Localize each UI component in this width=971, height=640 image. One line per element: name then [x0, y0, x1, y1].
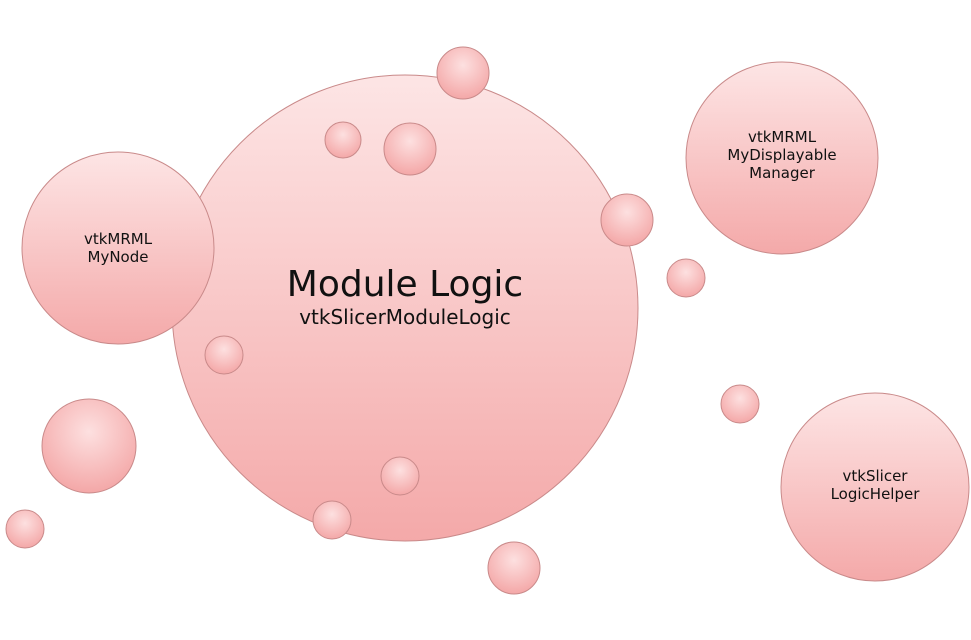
module-logic-subtitle: vtkSlicerModuleLogic — [299, 305, 511, 330]
logic-helper-label-line: LogicHelper — [830, 485, 920, 503]
displayable-manager-label-line: MyDisplayable — [727, 146, 837, 164]
decorative-bubble — [204, 335, 244, 375]
logic-helper-circle — [780, 392, 970, 582]
decorative-bubble — [666, 258, 706, 298]
logic-helper-label: vtkSlicer LogicHelper — [800, 467, 950, 503]
decorative-bubble — [600, 193, 654, 247]
displayable-manager-circle — [685, 61, 879, 255]
decorative-bubble — [5, 509, 45, 549]
module-logic-title: Module Logic — [286, 264, 524, 305]
decorative-bubble — [324, 121, 362, 159]
displayable-manager-label-line: Manager — [749, 164, 815, 182]
displayable-manager-label: vtkMRML MyDisplayable Manager — [702, 128, 862, 182]
decorative-bubble — [380, 456, 420, 496]
decorative-bubble — [312, 500, 352, 540]
mynode-label: vtkMRML MyNode — [48, 230, 188, 266]
decorative-bubble — [383, 122, 437, 176]
mynode-label-line: vtkMRML — [83, 230, 153, 248]
module-logic-label: Module Logic vtkSlicerModuleLogic — [255, 264, 555, 329]
decorative-bubble — [487, 541, 541, 595]
displayable-manager-label-line: vtkMRML — [747, 128, 817, 146]
mynode-label-line: MyNode — [87, 248, 149, 266]
decorative-bubble — [41, 398, 137, 494]
decorative-bubble — [720, 384, 760, 424]
decorative-bubble — [436, 46, 490, 100]
mynode-circle — [21, 151, 215, 345]
logic-helper-label-line: vtkSlicer — [842, 467, 908, 485]
